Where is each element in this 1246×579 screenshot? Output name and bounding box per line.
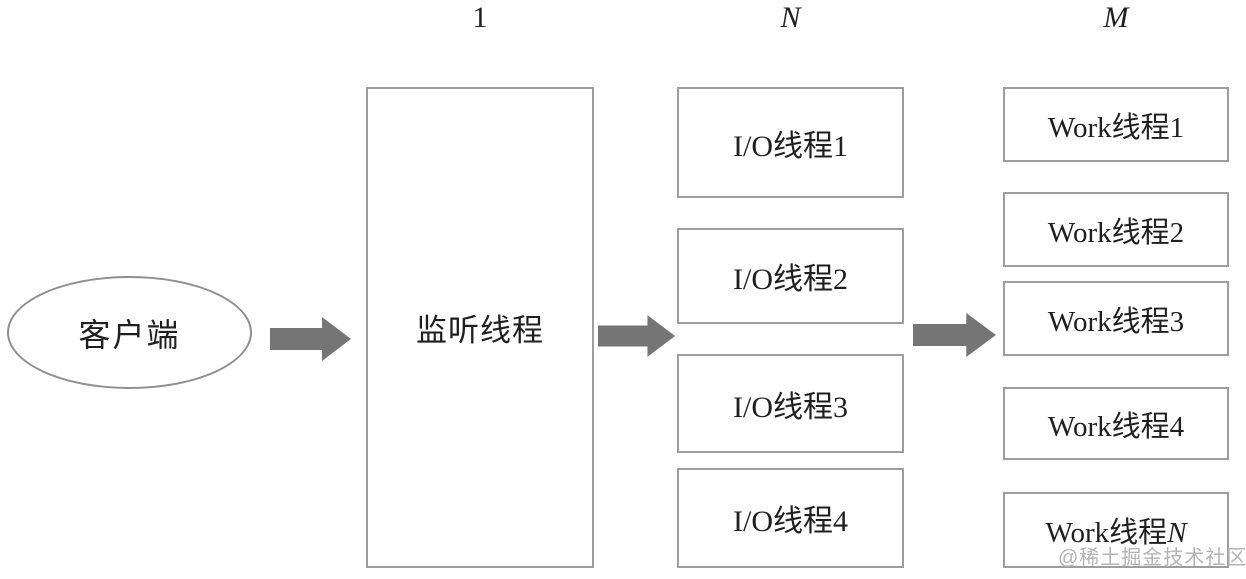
listener-thread-box: 监听线程 (366, 87, 594, 568)
io-thread-box-2: I/O线程2 (677, 228, 904, 324)
work-thread-box-n: Work线程N (1003, 492, 1229, 568)
arrow-client-to-listener (270, 316, 352, 362)
io-thread-label-3: I/O线程3 (733, 390, 848, 424)
work-thread-label-4: Work线程4 (1047, 410, 1185, 443)
work-count-label: M (1103, 1, 1129, 34)
listener-count-label: 1 (472, 1, 488, 34)
watermark-text: @稀土掘金技术社区 (1058, 547, 1246, 569)
work-thread-label-n: Work线程N (1045, 517, 1187, 549)
work-thread-label-2: Work线程2 (1047, 216, 1185, 249)
client-label: 客户端 (78, 316, 181, 353)
listener-label: 监听线程 (416, 313, 544, 348)
work-thread-box-2: Work线程2 (1003, 192, 1229, 267)
work-thread-box-3: Work线程3 (1003, 281, 1229, 356)
arrow-io-to-work (913, 312, 997, 358)
io-thread-box-1: I/O线程1 (677, 87, 904, 198)
work-thread-box-4: Work线程4 (1003, 387, 1229, 460)
arrow-listener-to-io (598, 313, 676, 359)
io-thread-label-4: I/O线程4 (733, 505, 848, 538)
io-count-label: N (780, 1, 801, 34)
right-block-arrow-icon (598, 315, 676, 357)
io-thread-box-4: I/O线程4 (677, 468, 904, 568)
io-thread-label-1: I/O线程1 (733, 129, 848, 163)
io-thread-box-3: I/O线程3 (677, 354, 904, 453)
client-ellipse: 客户端 (7, 276, 252, 389)
work-thread-label-1: Work线程1 (1047, 111, 1185, 144)
work-thread-label-3: Work线程3 (1047, 305, 1185, 338)
right-block-arrow-icon (913, 313, 996, 357)
right-block-arrow-icon (270, 317, 351, 361)
io-thread-label-2: I/O线程2 (733, 263, 848, 296)
work-thread-box-1: Work线程1 (1003, 87, 1229, 162)
